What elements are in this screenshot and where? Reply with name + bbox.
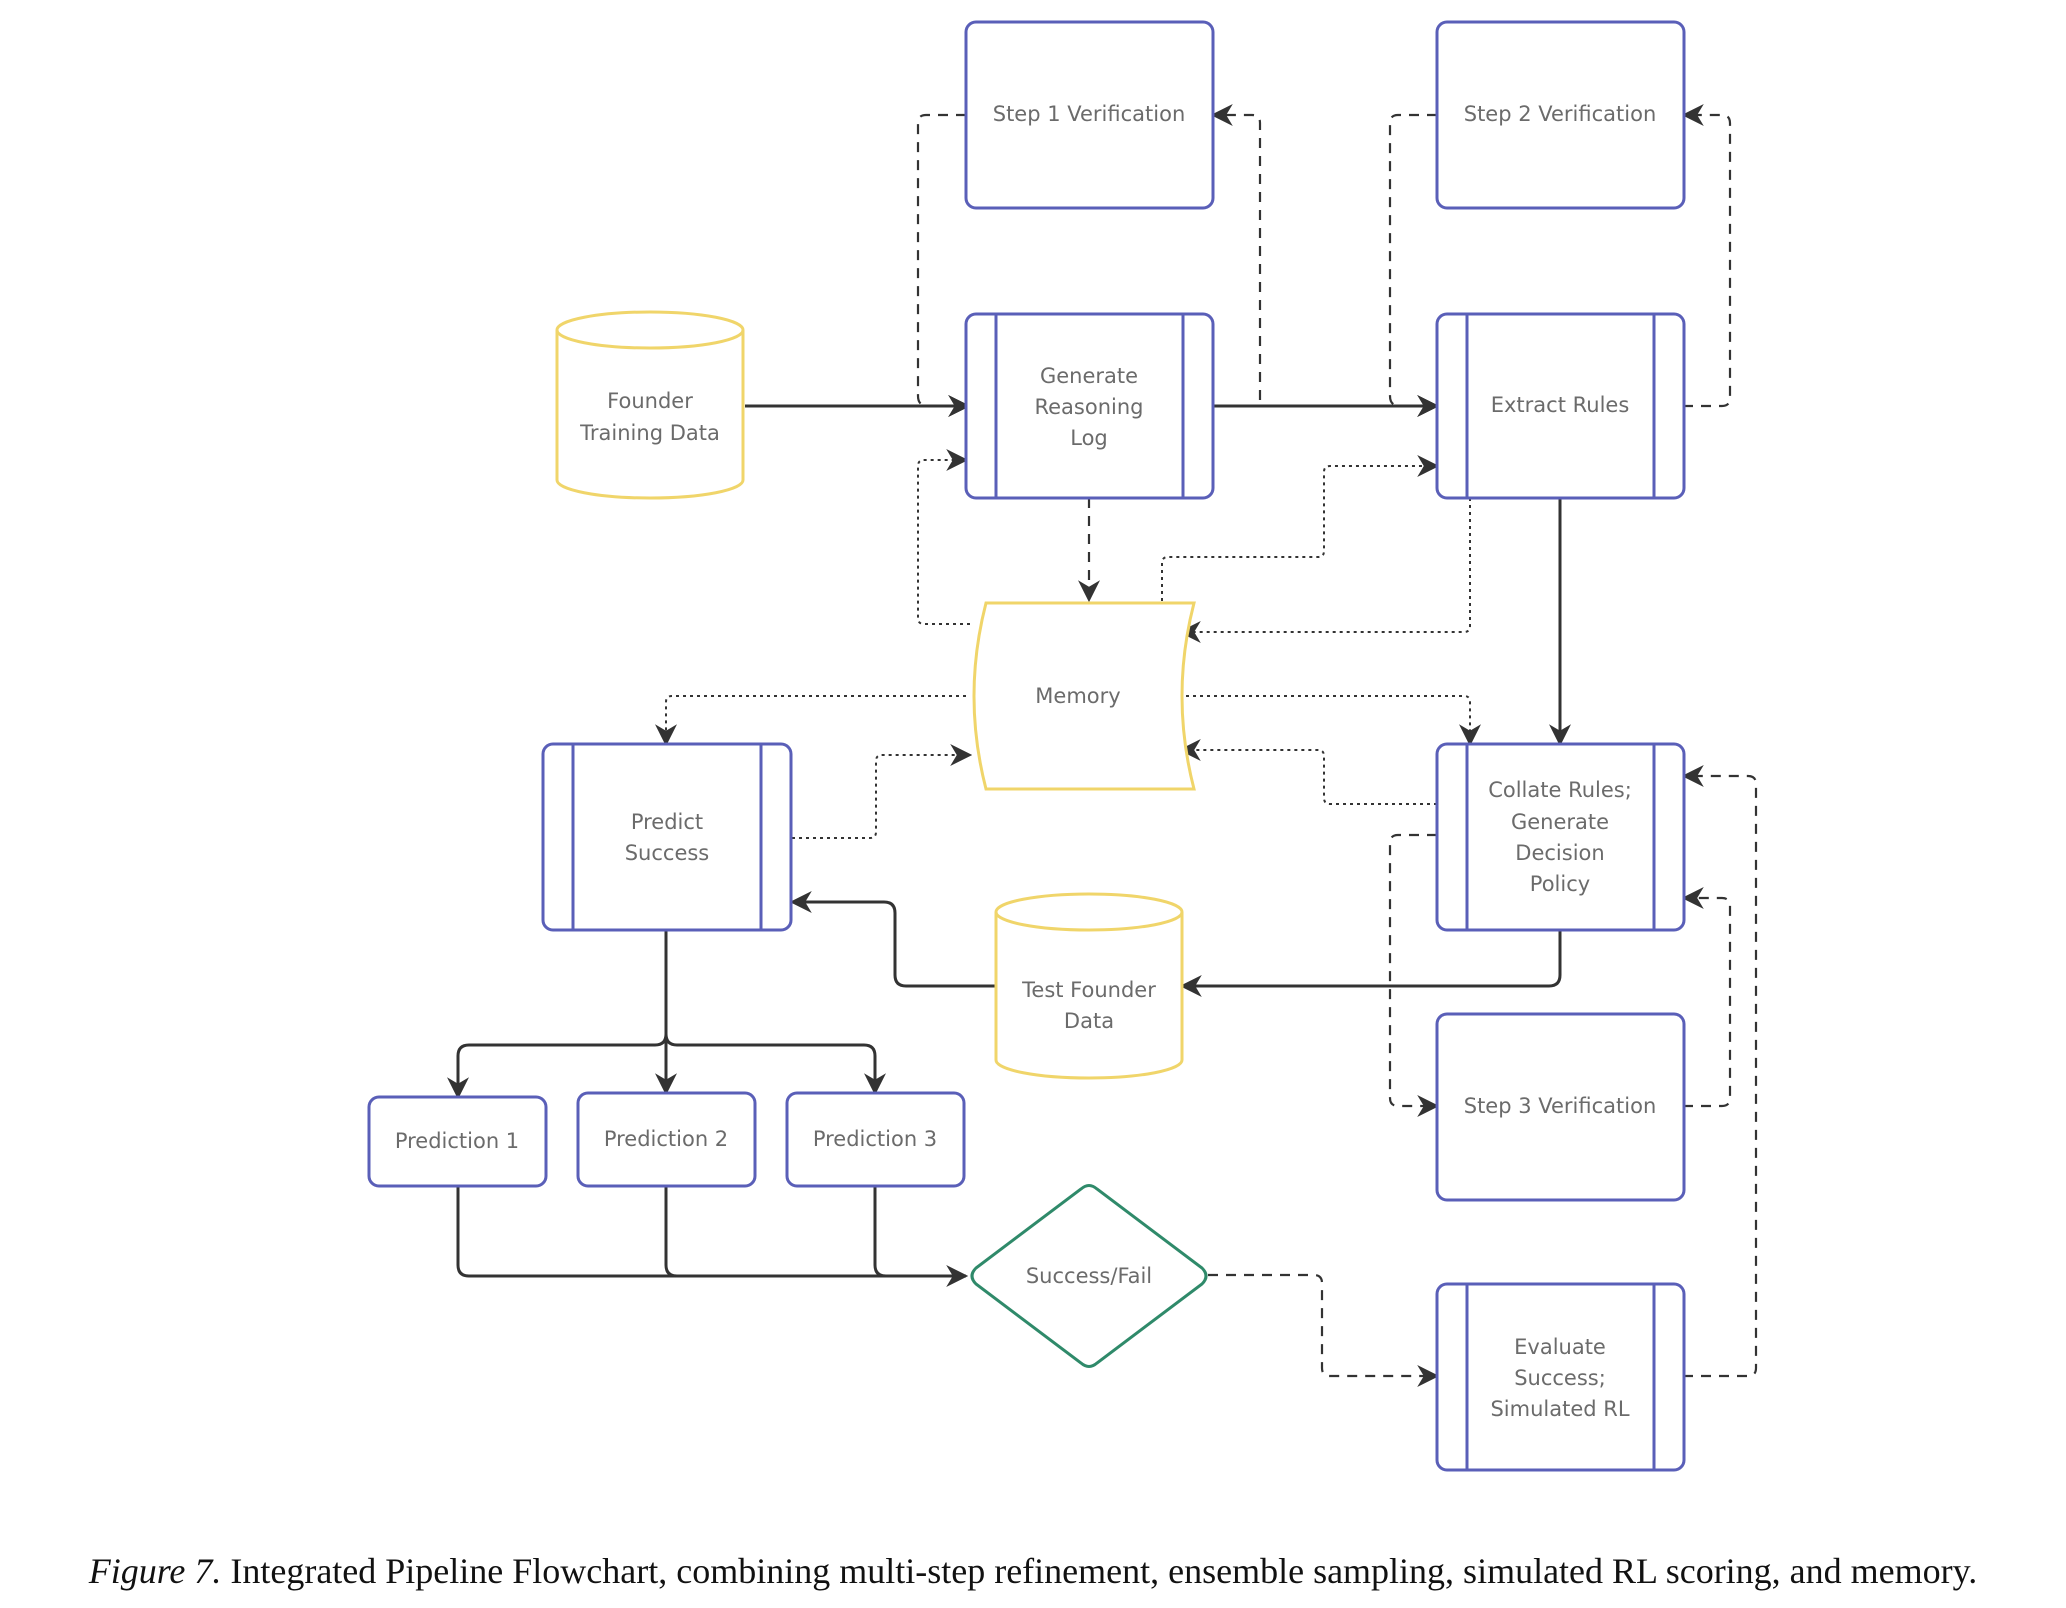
prediction-2-box: Prediction 2 [576, 1091, 757, 1188]
edge-decision-to-evaluate [1208, 1273, 1440, 1387]
step1-verification-box: Step 1 Verification [964, 20, 1215, 210]
edge-step2-to-extract [1388, 113, 1440, 417]
edge-evaluate-to-collate [1681, 765, 1758, 1378]
evaluate-success-line2: Success; [1514, 1366, 1606, 1390]
step3-verification-label: Step 3 Verification [1464, 1094, 1657, 1118]
prediction-3-box: Prediction 3 [785, 1091, 966, 1188]
evaluate-success-box: Evaluate Success; Simulated RL [1435, 1282, 1686, 1472]
edge-predict-to-prediction3 [664, 1033, 886, 1096]
collate-rules-line3: Decision [1515, 841, 1604, 865]
generate-reasoning-log-line3: Log [1070, 426, 1108, 450]
edge-memory-to-reasoning [917, 449, 970, 625]
figure-caption-label: Figure 7. [88, 1551, 222, 1591]
success-fail-decision: Success/Fail [970, 1184, 1208, 1368]
memory-storage-shape: Memory [972, 601, 1196, 791]
edge-step1-to-reasoning [916, 113, 971, 417]
edge-prediction3-to-decision [873, 1186, 887, 1278]
pipeline-flowchart: Step 1 Verification Step 2 Verification … [367, 20, 1758, 1472]
edge-memory-to-predict [655, 695, 966, 747]
collate-rules-box: Collate Rules; Generate Decision Policy [1435, 742, 1686, 932]
prediction-1-box: Prediction 1 [367, 1095, 548, 1188]
figure-caption: Figure 7. Integrated Pipeline Flowchart,… [0, 1550, 2066, 1592]
edge-extract-to-step2 [1681, 104, 1732, 408]
collate-rules-line1: Collate Rules; [1488, 778, 1632, 802]
step3-verification-box: Step 3 Verification [1435, 1012, 1686, 1202]
generate-reasoning-log-line1: Generate [1040, 364, 1138, 388]
edge-extract-to-memory [1178, 498, 1471, 643]
step2-verification-label: Step 2 Verification [1464, 102, 1657, 126]
extract-rules-label: Extract Rules [1491, 393, 1630, 417]
edge-collate-to-test-data [1179, 930, 1562, 997]
test-founder-data-line1: Test Founder [1021, 978, 1156, 1002]
founder-training-data-line1: Founder [607, 389, 693, 413]
predict-success-line1: Predict [631, 810, 703, 834]
step2-verification-box: Step 2 Verification [1435, 20, 1686, 210]
predict-success-box: Predict Success [541, 742, 793, 932]
edge-collate-to-step3 [1388, 833, 1440, 1117]
edge-prediction1-to-decision [456, 1186, 969, 1287]
generate-reasoning-log-box: Generate Reasoning Log [964, 312, 1215, 500]
prediction-2-label: Prediction 2 [604, 1127, 728, 1151]
edge-predict-to-prediction1 [447, 930, 668, 1100]
edge-predict-to-memory [792, 744, 973, 839]
generate-reasoning-log-line2: Reasoning [1034, 395, 1143, 419]
founder-training-data-cylinder: Founder Training Data [555, 310, 745, 500]
figure-caption-text: Integrated Pipeline Flowchart, combining… [221, 1551, 1978, 1591]
edge-collate-to-memory [1178, 739, 1437, 805]
success-fail-label: Success/Fail [1026, 1264, 1152, 1288]
collate-rules-line2: Generate [1511, 810, 1609, 834]
extract-rules-box: Extract Rules [1435, 312, 1686, 500]
collate-rules-line4: Policy [1530, 872, 1590, 896]
edge-prediction2-to-decision [664, 1186, 678, 1278]
test-founder-data-cylinder: Test Founder Data [994, 892, 1184, 1080]
edge-memory-to-extract [1161, 455, 1440, 601]
predict-success-line2: Success [625, 841, 710, 865]
step1-verification-label: Step 1 Verification [993, 102, 1186, 126]
evaluate-success-line3: Simulated RL [1490, 1397, 1629, 1421]
evaluate-success-line1: Evaluate [1514, 1335, 1606, 1359]
prediction-1-label: Prediction 1 [395, 1129, 519, 1153]
edge-memory-to-collate [1179, 695, 1481, 747]
edge-reasoning-to-step1 [1210, 104, 1262, 400]
edge-step3-to-collate [1681, 887, 1732, 1108]
memory-label: Memory [1035, 684, 1120, 708]
founder-training-data-line2: Training Data [579, 421, 720, 445]
edge-test-data-to-predict [789, 891, 996, 988]
prediction-3-label: Prediction 3 [813, 1127, 937, 1151]
test-founder-data-line2: Data [1064, 1009, 1114, 1033]
